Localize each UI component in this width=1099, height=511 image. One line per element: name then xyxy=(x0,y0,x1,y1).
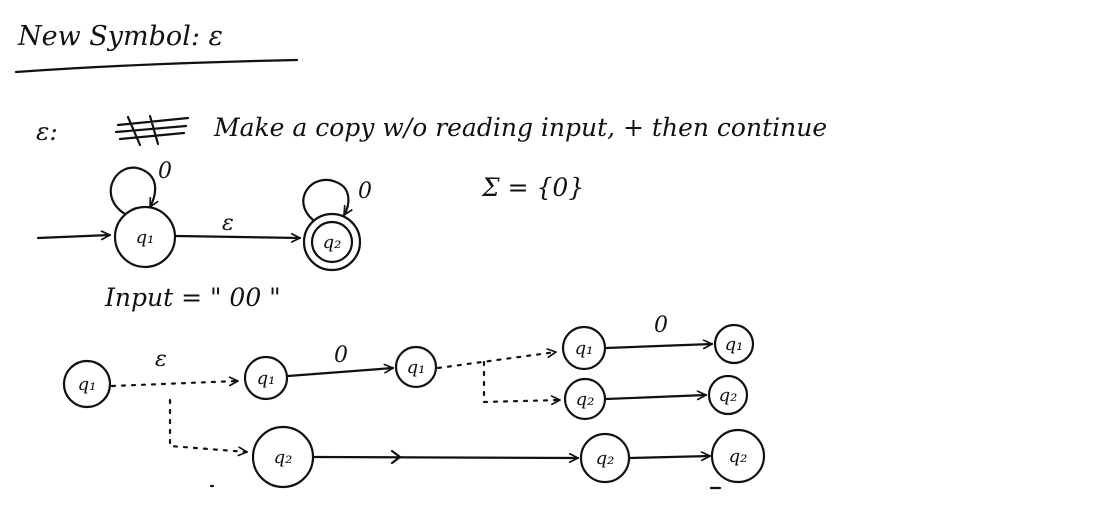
trace-node-q1: q₁ xyxy=(394,345,438,389)
trace-edge-0-label: 0 xyxy=(334,343,348,368)
state-q2-accepting: q₂ xyxy=(302,212,362,272)
note-prefix: ε: xyxy=(36,117,58,146)
trace-edge xyxy=(312,452,580,463)
trace-node-q2: q₂ xyxy=(579,432,631,484)
transition-q1-q2 xyxy=(174,232,302,243)
state-q1-label: q₁ xyxy=(136,227,155,248)
trace-edge xyxy=(604,390,708,401)
self-loop-q2-label: 0 xyxy=(358,179,372,204)
trace-node-q1: q₁ xyxy=(713,323,755,365)
trace-node-label: q₂ xyxy=(596,448,615,469)
trace-node-q2: q₂ xyxy=(710,428,766,484)
trace-epsilon-edge xyxy=(482,360,562,406)
trace-edge-0 xyxy=(604,339,714,350)
trace-node-label: q₂ xyxy=(576,389,595,410)
trace-node-q2: q₂ xyxy=(563,377,607,421)
nfa-diagram: q₁ 0 ε q₂ 0 xyxy=(36,159,372,272)
trace-node-label: q₁ xyxy=(257,368,276,389)
trace-node-label: q₁ xyxy=(575,338,594,359)
self-loop-q2 xyxy=(302,178,353,222)
computation-trace: q₁ q₁ q₁ q₁ q₁ q₂ q₂ q₂ xyxy=(62,313,766,490)
trace-node-q1: q₁ xyxy=(62,359,112,409)
trace-node-label: q₂ xyxy=(719,385,738,406)
trace-node-label: q₂ xyxy=(729,446,748,467)
trace-epsilon-edge xyxy=(168,398,249,457)
alphabet-definition: Σ = {0} xyxy=(481,173,584,202)
trace-edge-0 xyxy=(286,363,395,378)
trace-edge-0-label: 0 xyxy=(654,313,668,338)
trace-epsilon-edge xyxy=(436,348,558,370)
scribble-strikeout xyxy=(114,114,190,147)
state-q1: q₁ xyxy=(113,205,177,269)
trace-node-label: q₁ xyxy=(725,334,744,355)
state-q2-label: q₂ xyxy=(323,232,342,253)
trace-edge-midarrow xyxy=(390,449,402,465)
self-loop-q1 xyxy=(109,166,159,216)
trace-node-q1: q₁ xyxy=(561,325,607,371)
trace-node-q2: q₂ xyxy=(251,425,315,489)
self-loop-q1-label: 0 xyxy=(158,159,172,184)
trace-node-label: q₁ xyxy=(407,357,426,378)
trace-epsilon-label: ε xyxy=(155,347,167,372)
trace-edge xyxy=(628,451,712,462)
trace-node-label: q₂ xyxy=(274,447,293,468)
trace-node-label: q₁ xyxy=(78,374,97,395)
title-underline xyxy=(14,58,299,74)
page-title: New Symbol: ε xyxy=(17,21,223,52)
input-string: Input = " 00 " xyxy=(104,283,281,312)
trace-node-q2: q₂ xyxy=(707,374,749,416)
start-arrow xyxy=(36,230,112,241)
transition-q1-q2-label: ε xyxy=(222,211,234,236)
trace-epsilon-edge xyxy=(110,376,240,388)
note-text: Make a copy w/o reading input, + then co… xyxy=(213,113,827,142)
trace-node-q1: q₁ xyxy=(243,355,289,401)
